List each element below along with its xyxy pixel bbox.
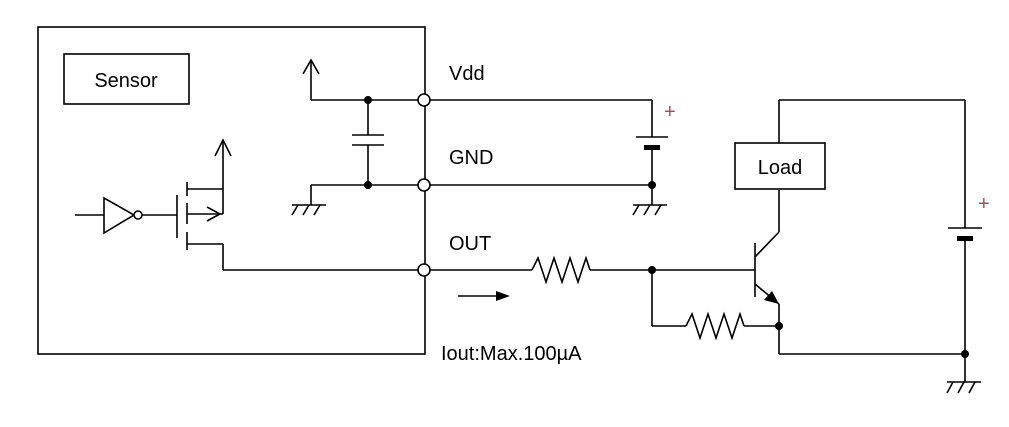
load-ground-dot xyxy=(961,350,969,358)
out-terminal xyxy=(417,263,431,277)
external-ground xyxy=(430,184,667,216)
current-direction-arrow xyxy=(458,291,510,301)
inverter-gate xyxy=(75,196,177,235)
load-supply-plus-sign: + xyxy=(978,193,990,215)
emitter-junction-dot xyxy=(775,322,783,330)
load-ground xyxy=(779,353,981,394)
npn-transistor xyxy=(754,190,780,354)
bias-resistor xyxy=(651,270,779,341)
sensor-label-box xyxy=(63,53,190,105)
load-supply-wiring xyxy=(778,99,982,354)
internal-ground xyxy=(291,184,420,216)
vdd-label: Vdd xyxy=(449,63,485,85)
decoupling-capacitor xyxy=(352,100,384,185)
base-resistor xyxy=(430,255,755,285)
vdd-terminal xyxy=(417,93,431,107)
iout-label: Iout:Max.100µA xyxy=(441,343,582,365)
output-mosfet xyxy=(176,138,420,271)
internal-vdd-arrow xyxy=(302,58,368,101)
sensor-label: Sensor xyxy=(94,70,158,92)
load-label: Load xyxy=(758,157,803,179)
out-label: OUT xyxy=(449,233,491,255)
load-box xyxy=(734,142,826,190)
external-gnd-dot xyxy=(648,181,656,189)
sensor-supply-battery xyxy=(430,99,668,185)
gnd-terminal xyxy=(417,178,431,192)
gnd-label: GND xyxy=(449,147,493,169)
supply-plus-sign: + xyxy=(664,101,676,123)
